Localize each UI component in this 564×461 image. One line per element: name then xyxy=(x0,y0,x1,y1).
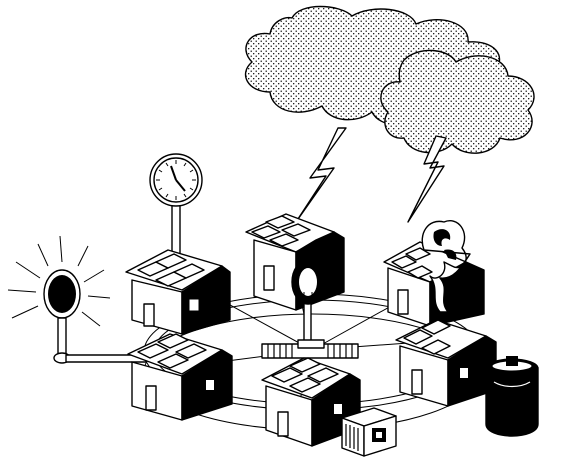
microchip-icon xyxy=(261,339,359,359)
house-icon xyxy=(125,249,231,335)
warning-beacon-icon xyxy=(7,235,147,364)
solar-panel-icon xyxy=(251,215,311,247)
lightning-bolt-icon xyxy=(295,127,347,223)
light-bulb-icon xyxy=(291,259,325,351)
solar-panel-icon xyxy=(137,333,207,369)
solar-panel-icon xyxy=(271,357,339,393)
water-tank-icon xyxy=(485,356,539,437)
generator-icon xyxy=(341,407,397,457)
lightning-bolt-icon xyxy=(407,135,447,223)
solar-panel-icon xyxy=(137,253,205,287)
solar-panel-icon xyxy=(391,247,433,279)
solar-panel-icon xyxy=(403,319,451,355)
clock-icon xyxy=(149,153,203,259)
smoking-chimney-icon xyxy=(421,220,471,313)
storm-cloud-icon xyxy=(245,5,535,154)
house-icon xyxy=(127,333,233,421)
house-icon xyxy=(395,319,497,407)
